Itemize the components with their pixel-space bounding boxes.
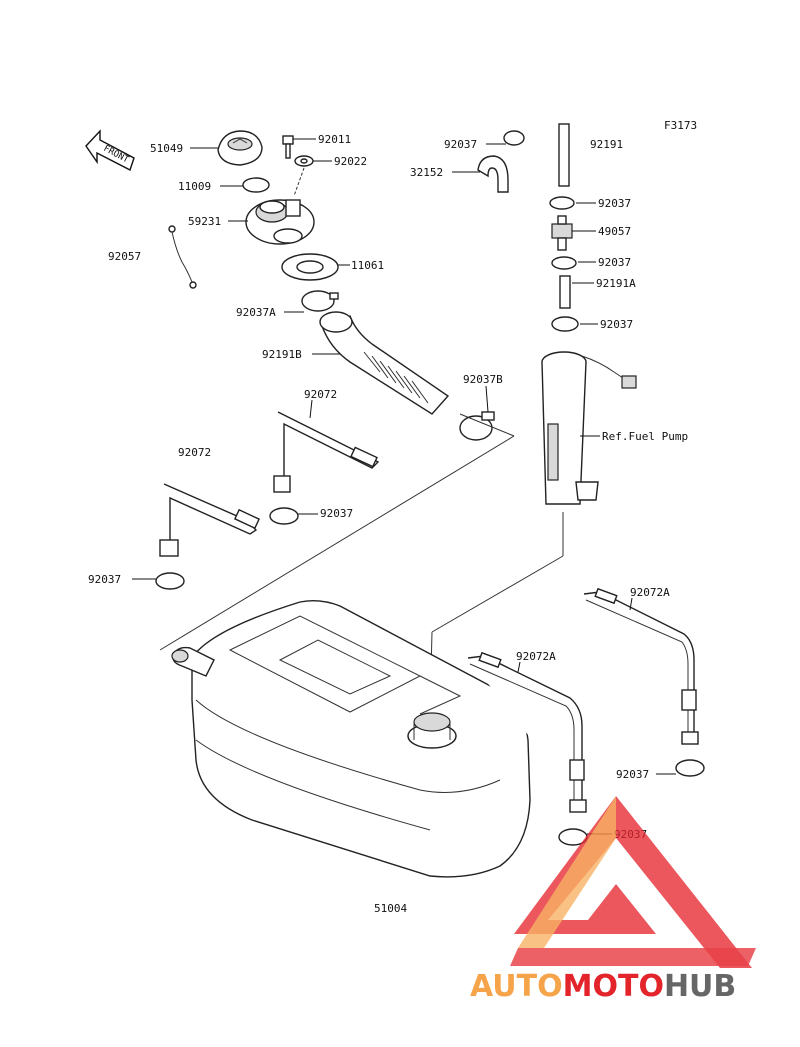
band-right-a2-part	[467, 651, 587, 813]
label-oring: 11009	[178, 180, 211, 193]
fuel-cap-part	[217, 130, 263, 166]
clamp-vent-1-part	[549, 196, 575, 210]
label-band-right-a2: 92072A	[516, 650, 556, 663]
label-clamp-band: 92037	[320, 507, 353, 520]
clamp-a-part	[301, 290, 339, 312]
label-fuel-cap: 51049	[150, 142, 183, 155]
filler-neck-part	[245, 199, 315, 245]
label-vent-hose-bend: 32152	[410, 166, 443, 179]
watermark-part3: HUB	[664, 969, 736, 1004]
bolt-part	[282, 135, 294, 159]
label-filler-hose: 92191B	[262, 348, 302, 361]
label-clamp-vent-3: 92037	[600, 318, 633, 331]
fuel-pump-part	[541, 351, 637, 505]
label-fuel-pump-ref: Ref.Fuel Pump	[602, 430, 688, 443]
watermark-part1: AUTO	[470, 969, 563, 1004]
washer-part	[294, 155, 314, 167]
clamp-vent-top-part	[503, 130, 525, 146]
label-ground-wire: 92057	[108, 250, 141, 263]
label-gasket: 11061	[351, 259, 384, 272]
label-check-valve: 49057	[598, 225, 631, 238]
label-bolt: 92011	[318, 133, 351, 146]
vent-hose-a-part	[559, 275, 571, 309]
label-filler-neck: 59231	[188, 215, 221, 228]
label-vent-hose-a: 92191A	[596, 277, 636, 290]
oring-part	[242, 177, 270, 193]
band-upper-part	[273, 411, 380, 493]
clamp-b-part	[459, 411, 495, 441]
band-right-a1-part	[583, 587, 699, 745]
watermark-part2: MOTO	[563, 969, 664, 1004]
filler-hose-part	[319, 311, 450, 415]
label-clamp-vent-top: 92037	[444, 138, 477, 151]
clamp-band-part	[269, 507, 299, 525]
label-vent-pipe: 92191	[590, 138, 623, 151]
vent-hose-bend-part	[477, 155, 509, 193]
watermark-text: AUTOMOTOHUB	[470, 969, 736, 1004]
clamp-vent-2-part	[551, 256, 577, 270]
label-tank: 51004	[374, 902, 407, 915]
clamp-right-1-part	[675, 759, 705, 777]
label-clamp-left: 92037	[88, 573, 121, 586]
ground-wire-part	[168, 225, 197, 289]
front-arrow-icon: FRONT	[85, 129, 135, 171]
band-left-part	[159, 483, 261, 557]
label-clamp-vent-2: 92037	[598, 256, 631, 269]
label-clamp-right-1: 92037	[616, 768, 649, 781]
figure-code: F3173	[664, 119, 697, 132]
clamp-vent-3-part	[551, 316, 579, 332]
label-band-right-a1: 92072A	[630, 586, 670, 599]
label-washer: 92022	[334, 155, 367, 168]
check-valve-part	[551, 215, 573, 251]
clamp-left-part	[155, 572, 185, 590]
automotohub-watermark-logo	[510, 796, 756, 968]
label-band-left: 92072	[178, 446, 211, 459]
gasket-part	[281, 253, 339, 281]
label-clamp-b: 92037B	[463, 373, 503, 386]
fuel-tank-part	[171, 599, 531, 878]
label-clamp-vent-1: 92037	[598, 197, 631, 210]
vent-pipe-part	[558, 123, 570, 187]
label-clamp-a: 92037A	[236, 306, 276, 319]
label-band-upper: 92072	[304, 388, 337, 401]
